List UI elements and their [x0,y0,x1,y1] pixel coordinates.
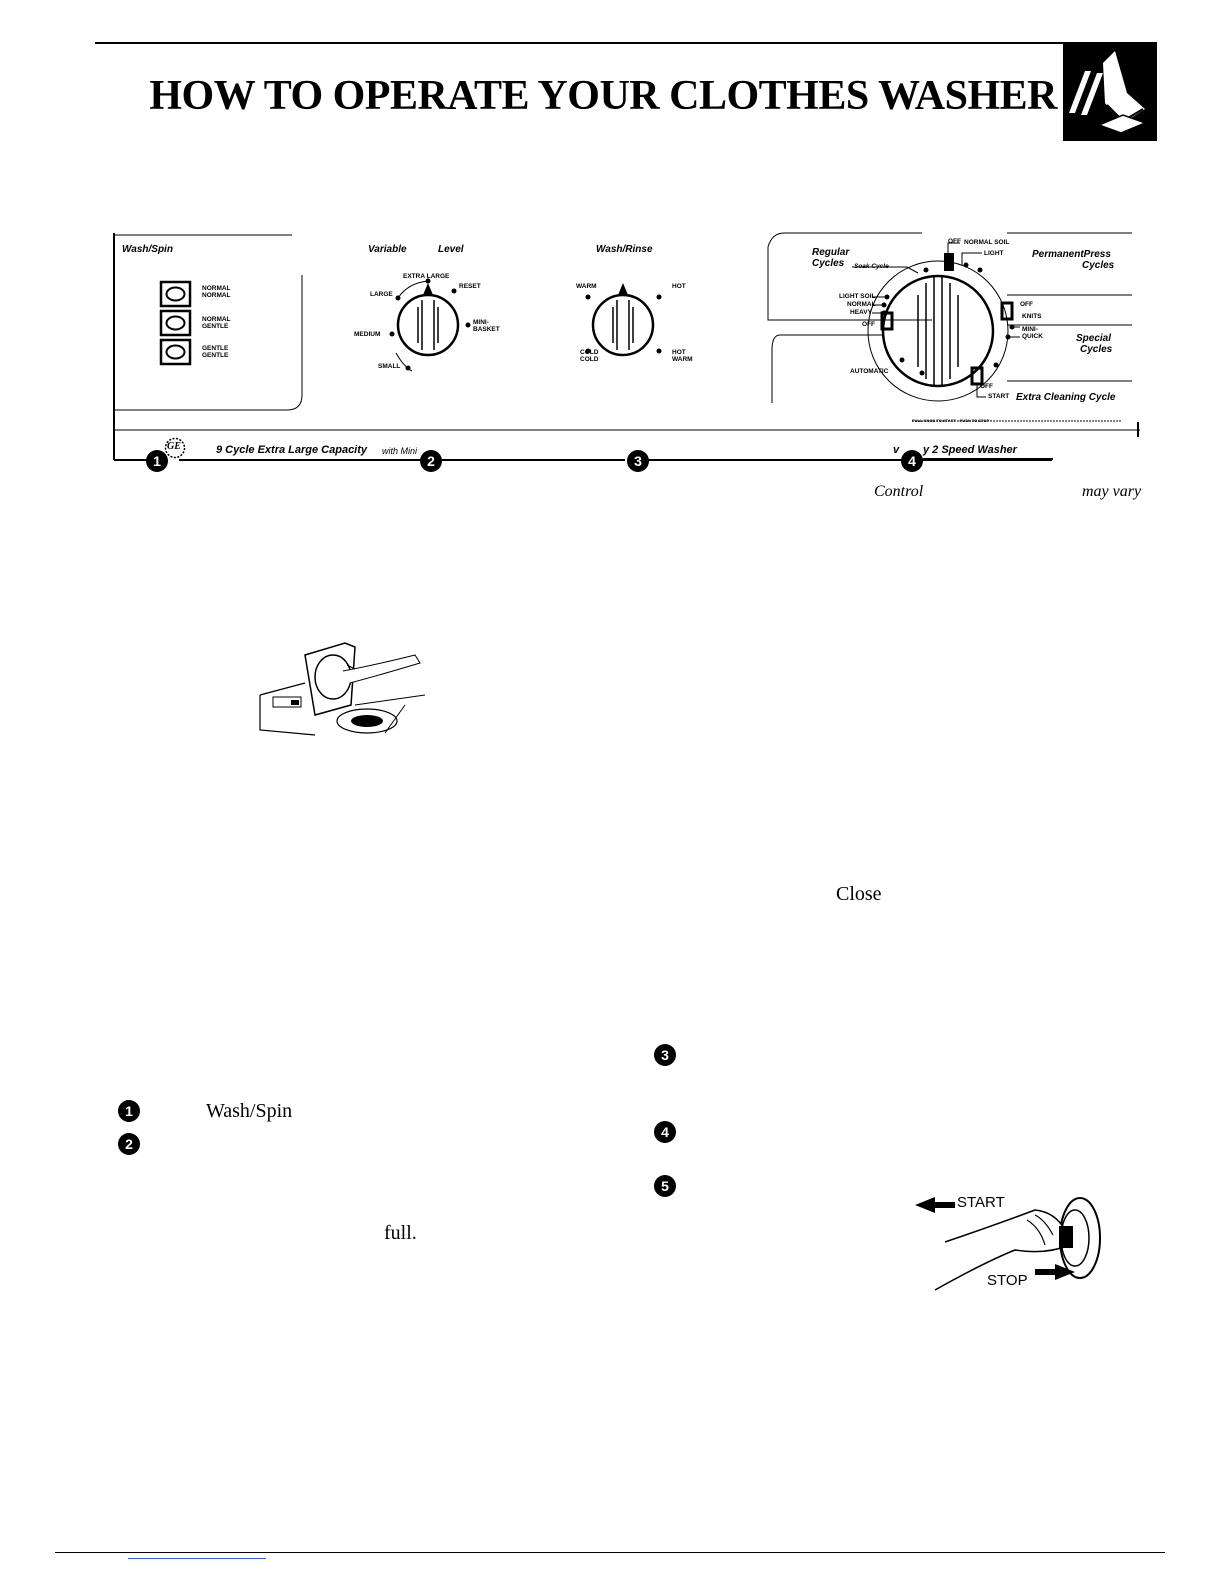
soil-normal: NORMAL [847,301,876,308]
step-badge-2: 2 [118,1133,140,1155]
ge-logo: GE [164,437,186,459]
soak-cycle-label: Soak Cycle [854,263,889,270]
temp-warm-2: WARM [672,356,693,363]
model-speed-prefix: v [893,444,900,456]
special-label: Special [1076,333,1112,344]
model-description: 9 Cycle Extra Large Capacity [216,444,368,456]
level-medium: MEDIUM [354,331,381,338]
variable-label: Variable [368,244,407,255]
dial-off-top: OFF [948,238,961,245]
wash-spin-option-1[interactable]: NORMAL NORMAL [202,285,231,299]
wash-rinse-label: Wash/Rinse [596,244,653,255]
model-description-mini: with Mini [382,446,418,456]
body-full: full. [384,1222,417,1244]
soil-heavy: HEAVY [850,309,872,316]
regular-cycles-label: Cycles [812,258,845,269]
temp-warm: WARM [576,283,597,290]
link-underline[interactable] [128,1558,266,1559]
model-speed: y 2 Speed Washer [923,444,1017,456]
regular-off: OFF [862,321,875,328]
caption-control: Control [874,483,924,500]
light-label: LIGHT [984,250,1004,257]
soil-light: LIGHT SOIL [839,293,876,300]
start-label: START [988,393,1010,400]
level-reset: RESET [459,283,481,290]
quick-label: QUICK [1022,333,1043,340]
automatic-label: AUTOMATIC [850,368,889,375]
step-badge-1: 1 [118,1100,140,1122]
temp-hot: HOT [672,283,686,290]
cycle-dial-knob[interactable] [883,276,993,386]
mini-label: MINI- [1022,326,1038,333]
extra-off: OFF [980,383,993,390]
temp-cold-1: COLD [580,349,599,356]
level-label: Level [438,244,464,255]
level-small: SMALL [378,363,401,370]
model-speed-rule [923,458,1053,460]
start-stop-illustration: START STOP [905,1190,1115,1305]
page-title: HOW TO OPERATE YOUR CLOTHES WASHER [149,73,1057,119]
ge-logo-text: GE [167,441,181,452]
level-large: LARGE [370,291,393,298]
regular-label: Regular [812,247,850,258]
control-panel: Wash/Spin NORMAL NORMAL NORMAL GENTLE GE… [112,225,1142,475]
perm-press-label: PermanentPress [1032,249,1111,260]
pull-push-label: PULL KNOB TO START · PUSH TO STOP [912,418,990,423]
start-label-illus: START [957,1194,1005,1211]
wash-spin-label: Wash/Spin [122,244,173,255]
temp-hot-2: HOT [672,349,686,356]
step-badge-3: 3 [654,1044,676,1066]
level-extra-large: EXTRA LARGE [403,273,450,280]
perm-press-cycles-label: Cycles [1082,260,1115,271]
body-wash-spin: Wash/Spin [206,1100,293,1122]
water-level-knob[interactable] [398,295,458,355]
extra-cleaning-label: Extra Cleaning Cycle [1016,392,1116,403]
caption-may-vary: may vary [1082,483,1142,500]
step-badge-4: 4 [654,1121,676,1143]
step-badge-5: 5 [654,1175,676,1197]
bottom-rule [55,1552,1165,1553]
washer-lid-illustration [255,635,430,740]
level-mini: MINI- [473,319,489,326]
special-off: OFF [1020,301,1033,308]
special-cycles-label: Cycles [1080,344,1113,355]
wash-rinse-knob[interactable] [593,295,653,355]
wash-spin-option-3[interactable]: GENTLE GENTLE [202,345,229,359]
hand-press-icon [1063,43,1157,141]
panel-badge-3: 3 [627,450,649,472]
panel-badge-1: 1 [146,450,168,472]
panel-badge-4: 4 [901,450,923,472]
top-rule [95,42,1157,44]
panel-badge-2: 2 [420,450,442,472]
temp-cold-2: COLD [580,356,599,363]
knits-label: KNITS [1022,313,1042,320]
level-basket: BASKET [473,326,500,333]
body-close: Close [836,883,882,905]
wash-spin-option-2[interactable]: NORMAL GENTLE [202,316,231,330]
normal-soil-label: NORMAL SOIL [964,239,1010,246]
stop-label-illus: STOP [987,1272,1028,1289]
